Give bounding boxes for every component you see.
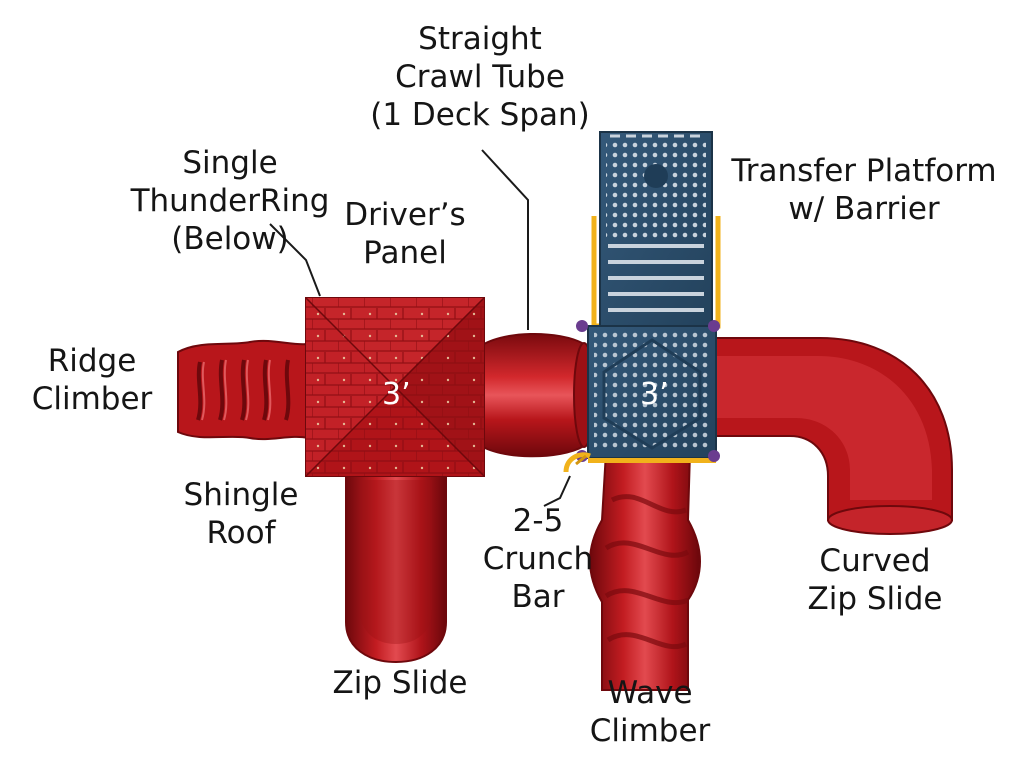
- label-shingle-roof: Shingle Roof: [183, 477, 299, 551]
- leader-lines: [269, 149, 571, 507]
- label-wave-climber: Wave Climber: [589, 675, 711, 749]
- shingle-roof: [305, 297, 485, 477]
- label-curved-zip-slide: Curved Zip Slide: [807, 543, 943, 617]
- label-ridge-climber: Ridge Climber: [31, 343, 153, 417]
- crunch-bar: [563, 452, 591, 473]
- curved-zip-slide: [699, 337, 953, 535]
- label-crunch-bar: 2-5 Crunch Bar: [482, 503, 594, 615]
- label-straight-crawl-tube: Straight Crawl Tube (1 Deck Span): [370, 21, 590, 133]
- label-zip-slide: Zip Slide: [332, 665, 468, 701]
- label-single-thunderring: Single ThunderRing (Below): [130, 145, 330, 257]
- label-transfer-platform: Transfer Platform w/ Barrier: [731, 153, 997, 227]
- label-drivers-panel: Driver’s Panel: [344, 197, 466, 271]
- ridge-climber: [177, 339, 309, 441]
- right-deck: [587, 325, 717, 463]
- right-deck-height: 3’: [640, 377, 669, 412]
- straight-crawl-tube: [477, 332, 595, 458]
- transfer-platform: [591, 131, 721, 329]
- left-deck-height: 3’: [382, 377, 411, 412]
- zip-slide: [345, 469, 447, 664]
- wave-climber: [589, 451, 701, 691]
